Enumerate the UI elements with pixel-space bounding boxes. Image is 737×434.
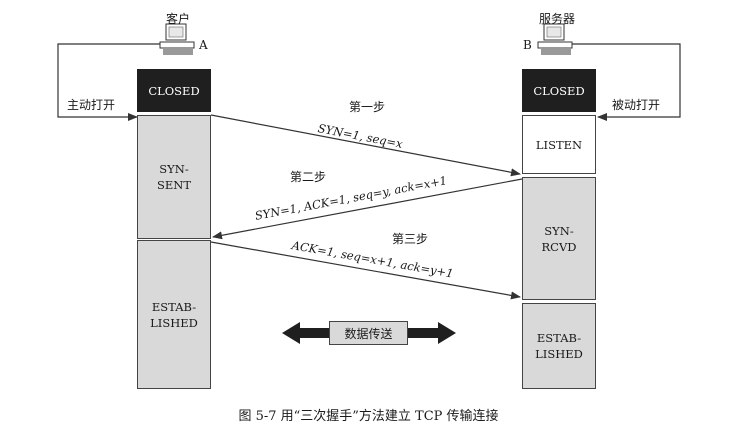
step2-arrow [212,178,523,240]
data-transfer-label: 数据传送 [329,321,408,345]
client-state-syn-sent: SYN- SENT [137,115,211,239]
step3-arrow [210,241,521,300]
active-open-label: 主动打开 [67,98,116,112]
computer-icon [159,23,195,55]
step1-arrow [210,114,521,177]
figure-caption: 图 5-7 用“三次握手”方法建立 TCP 传输连接 [238,409,499,424]
computer-icon [537,23,573,55]
server-state-listen: LISTEN [522,115,596,174]
server-tag: B [523,38,532,52]
server-state-established: ESTAB- LISHED [522,303,596,389]
active-open-arrow [57,43,160,121]
server-state-closed: CLOSED [522,69,596,112]
server-state-syn-rcvd: SYN- RCVD [522,177,596,300]
client-tag: A [199,38,208,52]
step2-label: 第二步 [290,170,327,184]
client-state-established: ESTAB- LISHED [137,240,211,389]
step1-label: 第一步 [349,100,386,114]
step3-label: 第三步 [392,232,429,246]
server-label: 服务器 [539,12,576,26]
passive-open-arrow [572,43,681,121]
client-label: 客户 [166,12,191,26]
client-state-closed: CLOSED [137,69,211,112]
passive-open-label: 被动打开 [612,98,661,112]
